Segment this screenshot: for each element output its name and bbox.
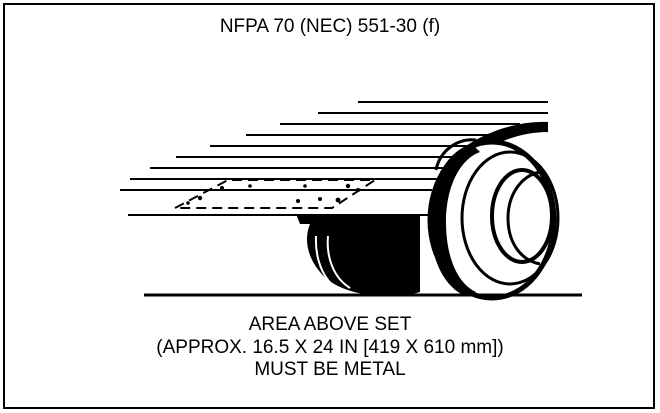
rear-tire	[307, 224, 420, 297]
caption-line-1: AREA ABOVE SET	[248, 314, 412, 335]
front-tire	[427, 138, 560, 301]
motion-lines	[120, 101, 548, 191]
metal-area-outline	[174, 179, 379, 209]
area-dots	[186, 183, 360, 205]
tire-tread	[430, 144, 480, 296]
caption-line-2: (APPROX. 16.5 X 24 IN [419 X 610 mm])	[156, 336, 504, 358]
code-reference-title: NFPA 70 (NEC) 551-30 (f)	[219, 16, 441, 37]
label-frame	[3, 3, 655, 409]
area-caption: AREA ABOVE SET (APPROX. 16.5 X 24 IN [41…	[0, 314, 660, 382]
caption-line-3: MUST BE METAL	[254, 359, 406, 380]
frame-rail	[296, 214, 420, 224]
